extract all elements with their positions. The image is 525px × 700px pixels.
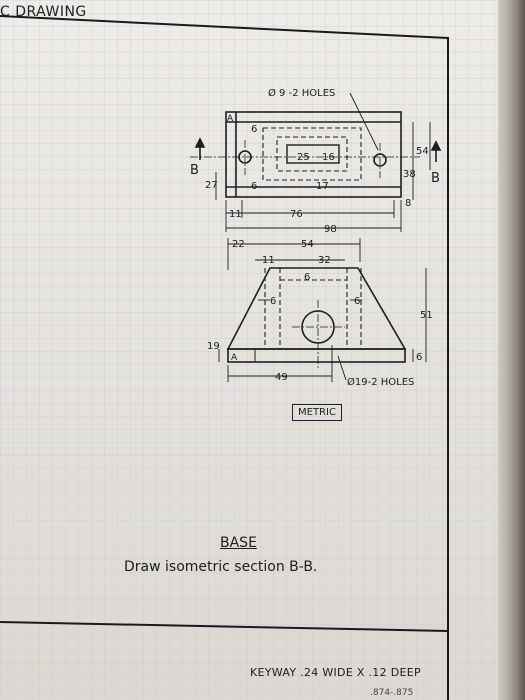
dim-49: 49 <box>275 372 288 383</box>
figure-title: BASE <box>220 535 257 551</box>
front-base <box>227 348 406 363</box>
dim-98: 98 <box>324 224 337 235</box>
dim-38: 38 <box>403 169 416 180</box>
front-corner-label: A <box>231 353 238 363</box>
front-holes-callout: Ø19-2 HOLES <box>347 376 414 388</box>
top-view-outline <box>225 111 402 198</box>
dim-11: 11 <box>229 209 242 220</box>
dim-25: 25 <box>297 152 310 163</box>
top-holes-callout: Ø 9 -2 HOLES <box>268 87 335 99</box>
book-page-edge <box>498 0 525 700</box>
dim-6-base: 6 <box>416 352 422 363</box>
dim-27: 27 <box>205 180 218 191</box>
keyway-sub-note: .874-.875 <box>370 688 414 698</box>
dim-6-bottom: 6 <box>251 181 257 192</box>
dim-17: 17 <box>316 181 329 192</box>
chapter-header: C DRAWING <box>0 4 87 20</box>
section-label-left: B <box>190 163 199 178</box>
top-view-labels: Ø 9 -2 HOLES B B A 6 25 16 27 6 17 54 38… <box>190 87 440 235</box>
section-label-right: B <box>431 171 440 186</box>
dim-54: 54 <box>416 146 429 157</box>
front-view-labels: 22 11 54 32 6 6 6 51 19 A 6 49 Ø19-2 HOL… <box>207 239 433 388</box>
front-view <box>218 238 427 382</box>
hidden-lines-front <box>264 268 362 349</box>
sheet-border <box>0 15 449 700</box>
dim-6-center: 6 <box>304 272 310 283</box>
dim-51: 51 <box>420 310 433 321</box>
top-corner-label: A <box>227 114 234 124</box>
figure-instruction: Draw isometric section B-B. <box>124 559 318 575</box>
dim-6-left: 6 <box>270 296 276 307</box>
top-view <box>190 92 442 232</box>
dim-32: 32 <box>318 255 331 266</box>
center-slot <box>286 144 340 164</box>
dim-19: 19 <box>207 341 220 352</box>
dim-11-front: 11 <box>262 255 275 266</box>
dim-54-front: 54 <box>301 239 314 250</box>
dim-6-right: 6 <box>354 296 360 307</box>
dim-22: 22 <box>232 239 245 250</box>
drawing-page <box>0 0 498 700</box>
dim-76: 76 <box>290 209 303 220</box>
keyway-note: KEYWAY .24 WIDE X .12 DEEP <box>250 666 421 679</box>
hidden-pocket <box>262 127 362 181</box>
metric-label: METRIC <box>292 404 342 421</box>
dim-8: 8 <box>405 198 411 209</box>
dim-16: 16 <box>322 152 335 163</box>
dim-6-top: 6 <box>251 124 257 135</box>
